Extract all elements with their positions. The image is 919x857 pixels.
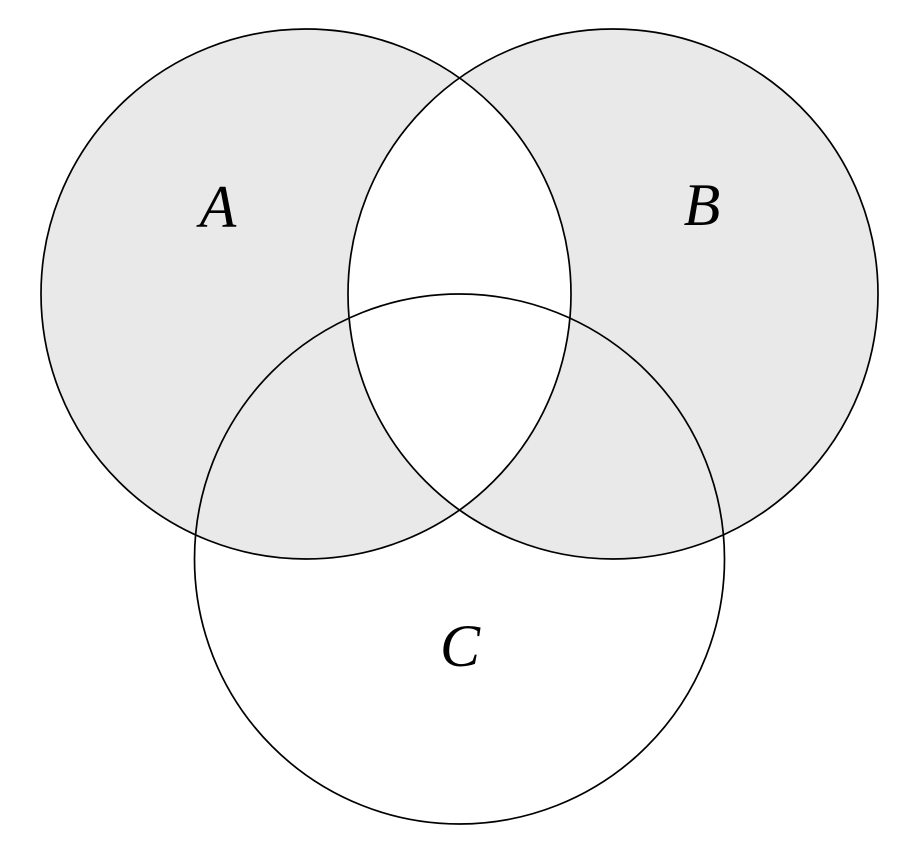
set-a-label: A <box>196 174 237 240</box>
circle-c-outline <box>193 293 726 825</box>
set-b-label: B <box>684 172 721 238</box>
circle-a-outline <box>40 28 572 560</box>
circle-b-outline <box>347 28 879 560</box>
circle-outlines <box>40 28 879 825</box>
set-c-label: C <box>440 613 481 679</box>
shaded-region-a-xor-b <box>41 29 878 559</box>
